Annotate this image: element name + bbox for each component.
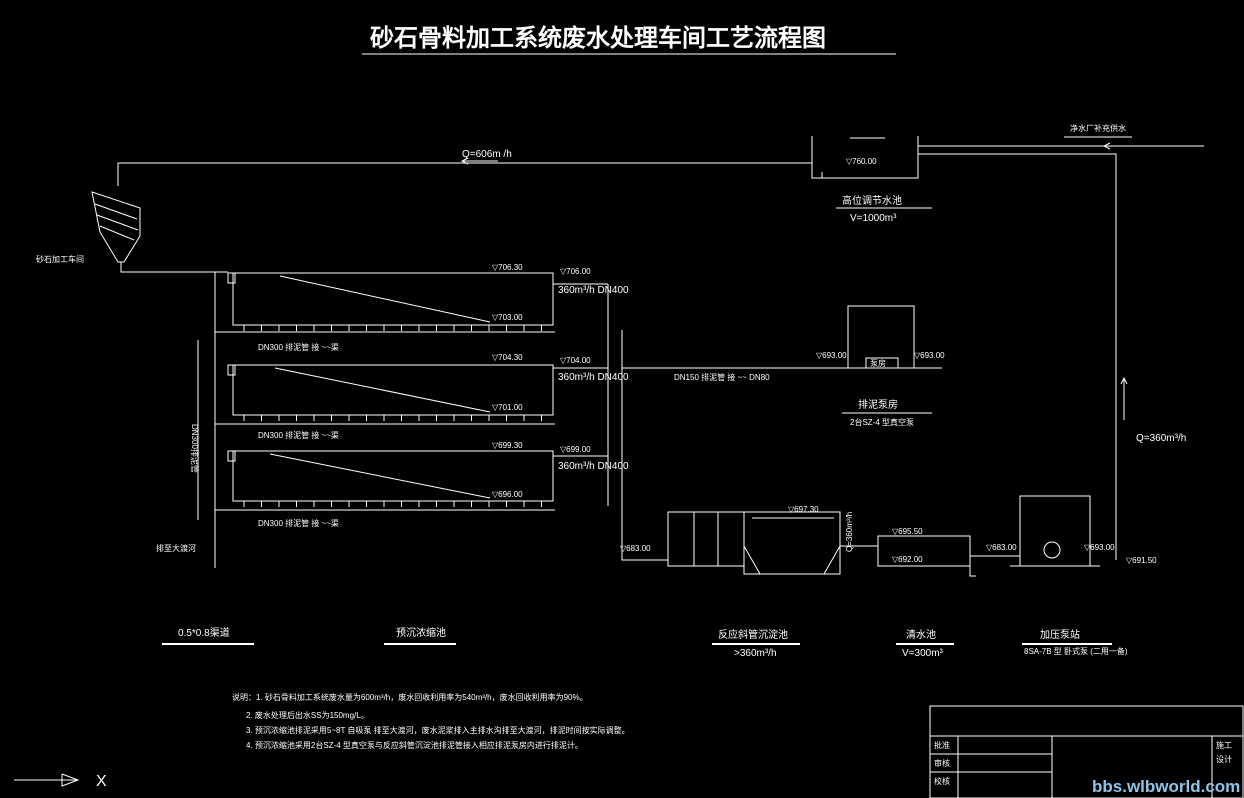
sed-tank-2-bottom: ▽701.00 bbox=[492, 403, 523, 412]
pump-left-elev: ▽693.00 bbox=[816, 351, 847, 360]
legend-0-name: 0.5*0.8渠道 bbox=[178, 626, 230, 639]
sed-tank-1-top-right: ▽706.00 bbox=[560, 267, 591, 276]
collector-pipe-b bbox=[621, 330, 668, 561]
note-3: 3. 预沉浓缩池排泥采用5~8T 自吸泵 排至大渡河，废水泥浆排入主排水沟排至大… bbox=[246, 725, 630, 735]
title-block: 批准 审核 校核 施工 设计 bbox=[929, 705, 1244, 798]
high-tank-outline bbox=[811, 136, 919, 179]
settler-body bbox=[743, 511, 841, 575]
reactor-flow: Q=360m³/h bbox=[845, 512, 854, 552]
sed-tank-3-top-left: ▽699.30 bbox=[492, 441, 523, 450]
note-4: 4. 预沉浓缩池采用2台SZ-4 型真空泵与反应斜管沉淀池排泥管接入相应排泥泵房… bbox=[246, 740, 583, 750]
legend-1-name: 预沉浓缩池 bbox=[396, 626, 446, 639]
pressure-e2: ▽691.50 bbox=[1126, 556, 1157, 565]
tb-row1: 批准 bbox=[934, 740, 950, 750]
sed-tank-2-flow: 360m³/h DN400 bbox=[558, 372, 629, 383]
supply-arrowhead bbox=[1102, 142, 1111, 150]
high-tank-name: 高位调节水池 bbox=[842, 194, 902, 207]
pump-house-name: 排泥泵房 bbox=[858, 398, 898, 411]
sed-tank-1-bottom: ▽703.00 bbox=[492, 313, 523, 322]
pressure-station-outline bbox=[1019, 495, 1091, 566]
sed-tank-1-flow: 360m³/h DN400 bbox=[558, 285, 629, 296]
sed-tank-3-inlet bbox=[227, 450, 236, 462]
clear-pool-e2: ▽692.00 bbox=[892, 555, 923, 564]
sed-tank-2-body bbox=[232, 364, 554, 416]
tb-right1: 施工 bbox=[1216, 740, 1232, 750]
sed-tank-2-slope bbox=[274, 367, 491, 413]
reactor-settler: ▽697.30 Q=360m³/h bbox=[667, 505, 854, 575]
notes: 说明：1. 砂石骨料加工系统废水量为600m³/h，废水回收利用率为540m³/… bbox=[232, 692, 630, 750]
legend-4-name: 加压泵站 bbox=[1040, 628, 1080, 641]
sed-tank-2-top-right: ▽704.00 bbox=[560, 356, 591, 365]
workshop-outlet bbox=[120, 262, 228, 273]
sed-tank-1-inlet bbox=[227, 272, 236, 284]
sed-tank-2-top-left: ▽704.30 bbox=[492, 353, 523, 362]
sed-tank-3-pipe: DN300 排泥管 接 ~~渠 bbox=[258, 518, 339, 528]
pump-house-outline bbox=[847, 305, 915, 368]
workshop-hopper bbox=[91, 191, 141, 263]
tb-row3: 校核 bbox=[934, 776, 950, 786]
top-flow-label: Q=606m /h bbox=[462, 149, 512, 160]
sed-tank-2-inlet bbox=[227, 364, 236, 376]
clear-pool-e1: ▽695.50 bbox=[892, 527, 923, 536]
title-block-frame bbox=[929, 705, 1244, 798]
tb-row2: 审核 bbox=[934, 758, 950, 768]
sed-tank-1-top-left: ▽706.30 bbox=[492, 263, 523, 272]
sed-tank-1-slope bbox=[279, 275, 491, 323]
tb-right2: 设计 bbox=[1216, 754, 1232, 764]
pipe-label: DN150 排泥管 接 ~~ DN80 bbox=[674, 372, 770, 382]
reactor-in-elev: ▽683.00 bbox=[620, 544, 651, 553]
sed-tank-3-bottom: ▽696.00 bbox=[492, 490, 523, 499]
legend-4-sub: 8SA-7B 型 卧式泵 (二用一备) bbox=[1024, 646, 1128, 656]
pump-right-elev: ▽693.00 bbox=[914, 351, 945, 360]
watermark: bbs.wlbworld.com bbox=[1092, 777, 1240, 796]
sed-tank-2-pipe: DN300 排泥管 接 ~~渠 bbox=[258, 430, 339, 440]
pump-unit-label: 泵房 bbox=[870, 358, 886, 368]
top-flow-arrowhead bbox=[460, 157, 469, 165]
hopper-hatch-3 bbox=[99, 225, 135, 241]
clear-pool-e3: ▽683.00 bbox=[986, 543, 1017, 552]
hopper-hatch-2 bbox=[96, 214, 139, 231]
sed-tank-3-flow: 360m³/h DN400 bbox=[558, 461, 629, 472]
sed-tank-3-body bbox=[232, 450, 554, 502]
axis-arrowhead bbox=[61, 773, 80, 787]
legend-2-name: 反应斜管沉淀池 bbox=[718, 628, 788, 641]
note-2: 2. 废水处理后出水SS为150mg/L。 bbox=[246, 710, 369, 720]
sed-tank-3: ▽699.30 ▽699.00 360m³/h DN400 ▽696.00 DN… bbox=[215, 441, 629, 528]
supply-label: 净水厂补充供水 bbox=[1070, 123, 1126, 133]
legend-2-sub: >360m³/h bbox=[734, 648, 777, 659]
high-tank-elev: ▽760.00 bbox=[846, 157, 877, 166]
axis-x-label: X bbox=[96, 773, 107, 790]
workshop-label: 砂石加工车间 bbox=[36, 254, 84, 264]
supply-pipe-top bbox=[117, 162, 812, 186]
settler-hopper bbox=[743, 545, 841, 575]
pump-house-model: 2台SZ-4 型真空泵 bbox=[850, 417, 914, 427]
legend-3-name: 清水池 bbox=[906, 628, 936, 641]
pressure-pump-symbol bbox=[1043, 541, 1061, 559]
legend: 0.5*0.8渠道 预沉浓缩池 反应斜管沉淀池 >360m³/h 清水池 V=3… bbox=[162, 626, 1128, 659]
sed-tank-3-slope bbox=[269, 453, 491, 499]
sed-tank-2: ▽704.30 ▽704.00 360m³/h DN400 ▽701.00 DN… bbox=[215, 353, 629, 440]
sed-tank-1-body bbox=[232, 272, 554, 326]
to-river-label: 排至大渡河 bbox=[156, 543, 196, 553]
right-flow-arrowhead bbox=[1120, 376, 1128, 385]
drawing-title: 砂石骨料加工系统废水处理车间工艺流程图 bbox=[370, 24, 826, 52]
hopper-hatch-1 bbox=[94, 203, 138, 220]
note-1: 说明：1. 砂石骨料加工系统废水量为600m³/h，废水回收利用率为540m³/… bbox=[232, 692, 588, 702]
high-tank-volume: V=1000m³ bbox=[850, 213, 897, 224]
legend-3-sub: V=300m³ bbox=[902, 648, 944, 659]
return-riser bbox=[918, 153, 1117, 560]
clear-pool-body bbox=[877, 535, 971, 567]
reactor-top-elev: ▽697.30 bbox=[788, 505, 819, 514]
vertical-pipe-label: DN300排泥管 bbox=[190, 424, 200, 473]
sed-tank-3-top-right: ▽699.00 bbox=[560, 445, 591, 454]
right-flow-label: Q=360m³/h bbox=[1136, 433, 1186, 444]
sed-tank-1: ▽706.30 ▽706.00 360m³/h DN400 ▽703.00 DN… bbox=[215, 263, 629, 352]
pressure-e1: ▽693.00 bbox=[1084, 543, 1115, 552]
pump-unit bbox=[865, 357, 899, 369]
sed-tank-1-pipe: DN300 排泥管 接 ~~渠 bbox=[258, 342, 339, 352]
reactor-chamber bbox=[667, 511, 745, 567]
